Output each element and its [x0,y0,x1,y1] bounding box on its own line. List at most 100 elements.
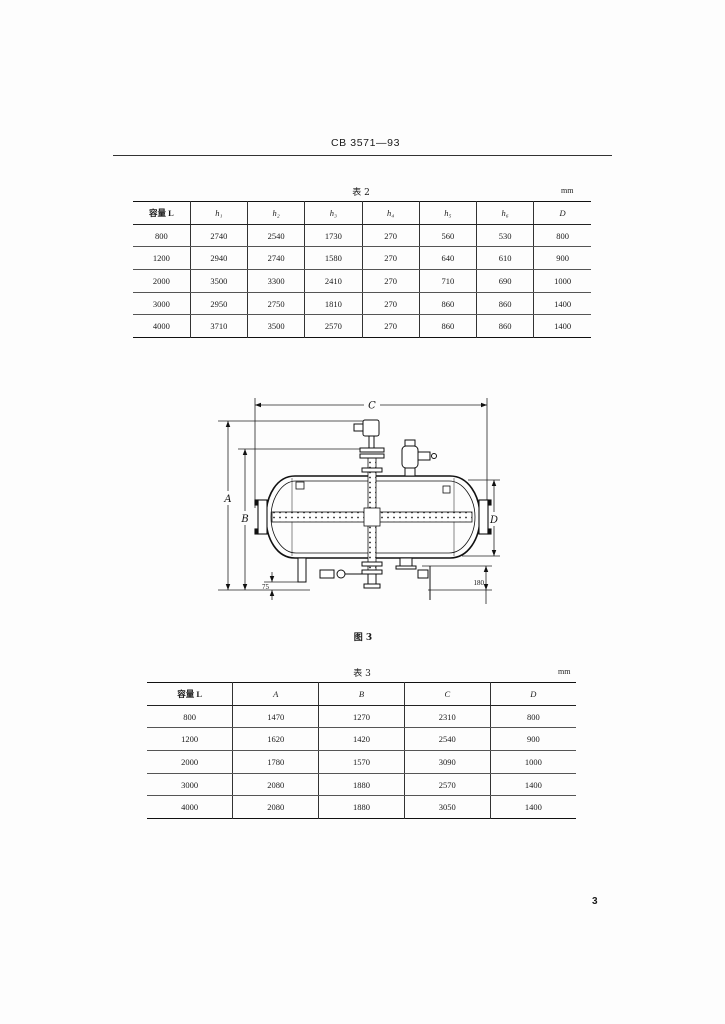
top-valve-stem [368,435,375,449]
table-cell: 4000 [152,321,170,332]
table-cell: 800 [533,224,591,248]
bottom-pipe-flange-lower [361,569,383,575]
table-cell: 3000 [133,292,191,316]
table-cell: 610 [475,246,534,271]
table-cell: 1470 [232,705,319,729]
table-cell: 2000 [147,750,233,774]
internal-pipes [271,455,473,577]
side-valve-fitting [417,451,431,461]
top-valve-flange-upper [359,447,385,453]
top-valve-handle [353,423,364,432]
table-cell: 2750 [246,292,305,316]
top-valve-actuator [362,419,380,437]
table-cell: 2080 [232,795,319,819]
left-flange [257,499,268,535]
bottom-pipe-stub [367,573,377,585]
side-valve-body [401,445,419,469]
right-flange-bolt-bottom [487,528,492,535]
table-cell: 530 [475,224,534,248]
table-cell: 2950 [189,292,248,316]
table-cell: 1200 [147,727,233,752]
table-cell: 1400 [489,773,576,797]
table-cell: 1880 [318,795,405,819]
left-flange-bolt-bottom [254,528,259,535]
table-cell: 2940 [189,246,248,271]
bottom-valve-handwheel [336,569,346,579]
bottom-pipe-cap [363,583,381,589]
table-cell: 270 [361,314,420,338]
table-cell: 2740 [246,246,305,271]
table-cell: 270 [361,269,420,293]
side-top-valve [401,439,437,477]
table-cell: 2570 [304,314,362,338]
bottom-right-valve [417,569,429,579]
dimension-label-b: B [240,514,248,525]
table-cell: 900 [489,727,576,752]
bottom-right-nozzle [399,557,413,567]
table-cell: 690 [475,269,534,293]
bottom-right-flange [395,565,417,570]
pipe-cross-fitting [363,507,381,527]
table-cell: 1400 [489,795,576,819]
top-valve [353,419,385,473]
table-cell: 1400 [533,292,591,316]
dimension-label-180: 180 [474,579,485,587]
top-left-fitting [295,481,305,490]
bottom-left-nozzle [297,557,307,583]
dimension-label-a: A [223,494,231,505]
figure-3-tank-drawing: C A B D 75 180 [218,398,500,604]
figure-3-caption: 图 3 [353,633,373,643]
table-cell: 270 [361,224,420,248]
right-flange-bolt-top [487,499,492,506]
column-header: h₆ [475,201,534,225]
column-header: C [403,682,491,706]
side-valve-knob [431,453,437,459]
table-cell: 560 [418,224,477,248]
left-flange-bolt-top [254,499,259,506]
table-2-caption: 表 2 [352,188,370,198]
table-cell: 1730 [304,224,362,248]
bottom-pipe-flange-upper [361,561,383,567]
tank-shell-outer [265,475,481,559]
table-cell: 2740 [189,224,248,248]
table-cell: 3500 [246,314,305,338]
column-header: h₃ [304,201,362,225]
table-cell: 3090 [403,750,491,774]
top-valve-flange-lower [359,453,385,459]
table-cell: 1400 [533,314,591,338]
right-flange [478,499,489,535]
table-cell: 270 [361,246,420,271]
table-cell: 800 [489,705,576,729]
page-number: 3 [592,896,598,907]
table-cell: 800 [147,705,233,729]
table-cell: 900 [533,246,591,271]
bottom-fittings [297,557,431,600]
table-cell: 2540 [403,727,491,752]
side-valve-neck [404,467,416,477]
table-cell: 3710 [189,314,248,338]
dimension-label-c: C [368,401,376,412]
bottom-valve [319,569,335,579]
table-cell: 1780 [232,750,319,774]
table-3-unit: mm [558,667,571,676]
table-cell: 3500 [189,269,248,293]
table-cell: 1570 [318,750,405,774]
table-cell: 1620 [232,727,319,752]
table-cell: 860 [418,292,477,316]
table-cell: 860 [418,314,477,338]
table-cell: 1000 [489,750,576,774]
table-cell: 4000 [181,802,199,813]
column-header: 容量 L [133,201,191,225]
dimension-label-d: D [489,515,498,526]
document-number: CB 3571—93 [330,137,401,149]
table-cell: 3300 [246,269,305,293]
